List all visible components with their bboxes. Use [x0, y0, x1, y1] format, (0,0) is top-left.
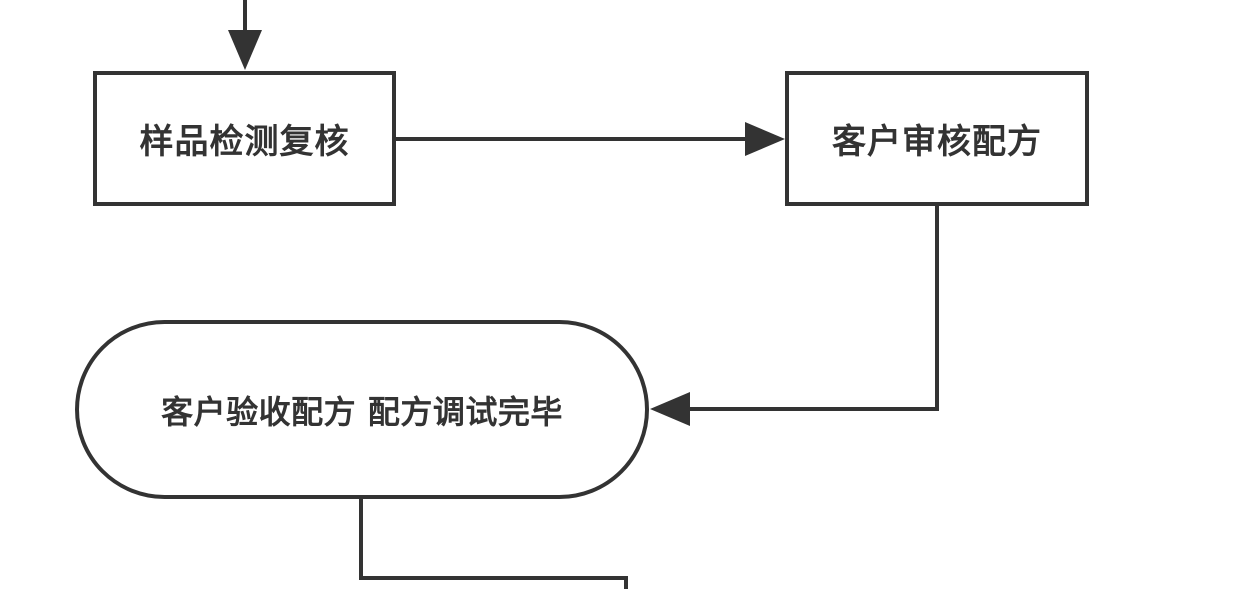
connector-outgoing — [359, 499, 628, 589]
terminal-box-customer-accept: 客户验收配方 配方调试完毕 — [75, 320, 649, 499]
process-label-sample-recheck: 样品检测复核 — [139, 122, 350, 162]
process-label-customer-review: 客户审核配方 — [832, 122, 1042, 162]
terminal-label-customer-accept: 客户验收配方 配方调试完毕 — [161, 392, 563, 431]
process-box-customer-review: 客户审核配方 — [785, 71, 1089, 206]
arrowhead-into-customer-review — [745, 122, 785, 156]
process-box-sample-recheck: 样品检测复核 — [93, 71, 396, 206]
connector-review-to-accept — [680, 206, 939, 411]
arrowhead-into-customer-accept — [650, 392, 690, 426]
arrowhead-into-sample-recheck — [228, 30, 262, 70]
